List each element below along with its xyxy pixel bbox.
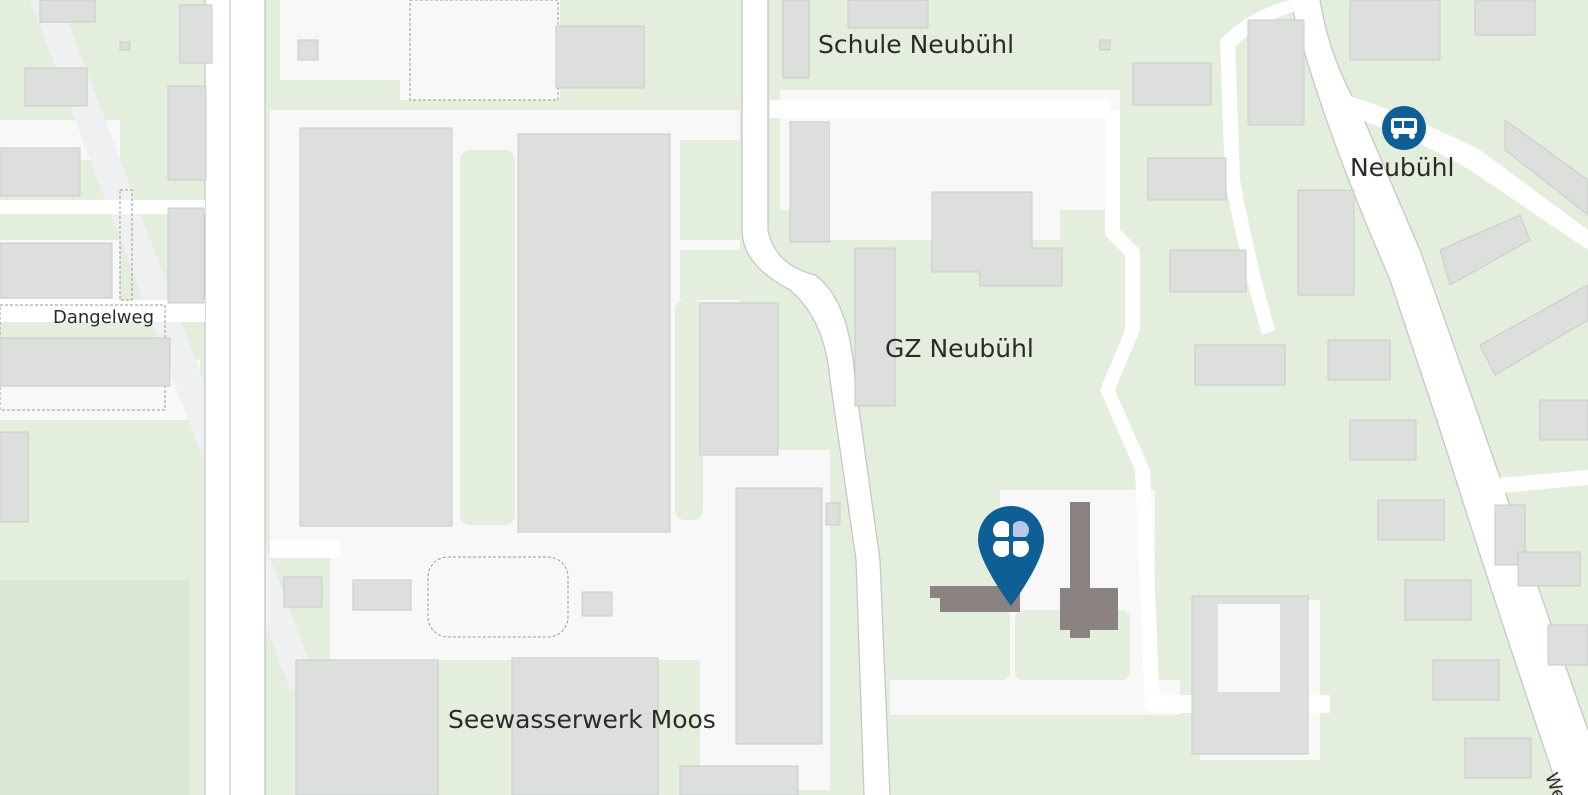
location-marker[interactable] (976, 504, 1046, 608)
label-schule-neubuehl: Schule Neubühl (818, 30, 1015, 59)
bus-icon (1382, 106, 1426, 150)
map-pin-icon (978, 506, 1044, 606)
label-seewasserwerk-moos: Seewasserwerk Moos (448, 705, 716, 734)
label-bus-stop-neubuehl: Neubühl (1350, 153, 1455, 182)
bus-stop-marker[interactable] (1382, 106, 1426, 150)
four-leaf-clover-icon (991, 519, 1031, 559)
label-dangelweg: Dangelweg (53, 307, 155, 328)
label-gz-neubuehl: GZ Neubühl (885, 334, 1034, 363)
